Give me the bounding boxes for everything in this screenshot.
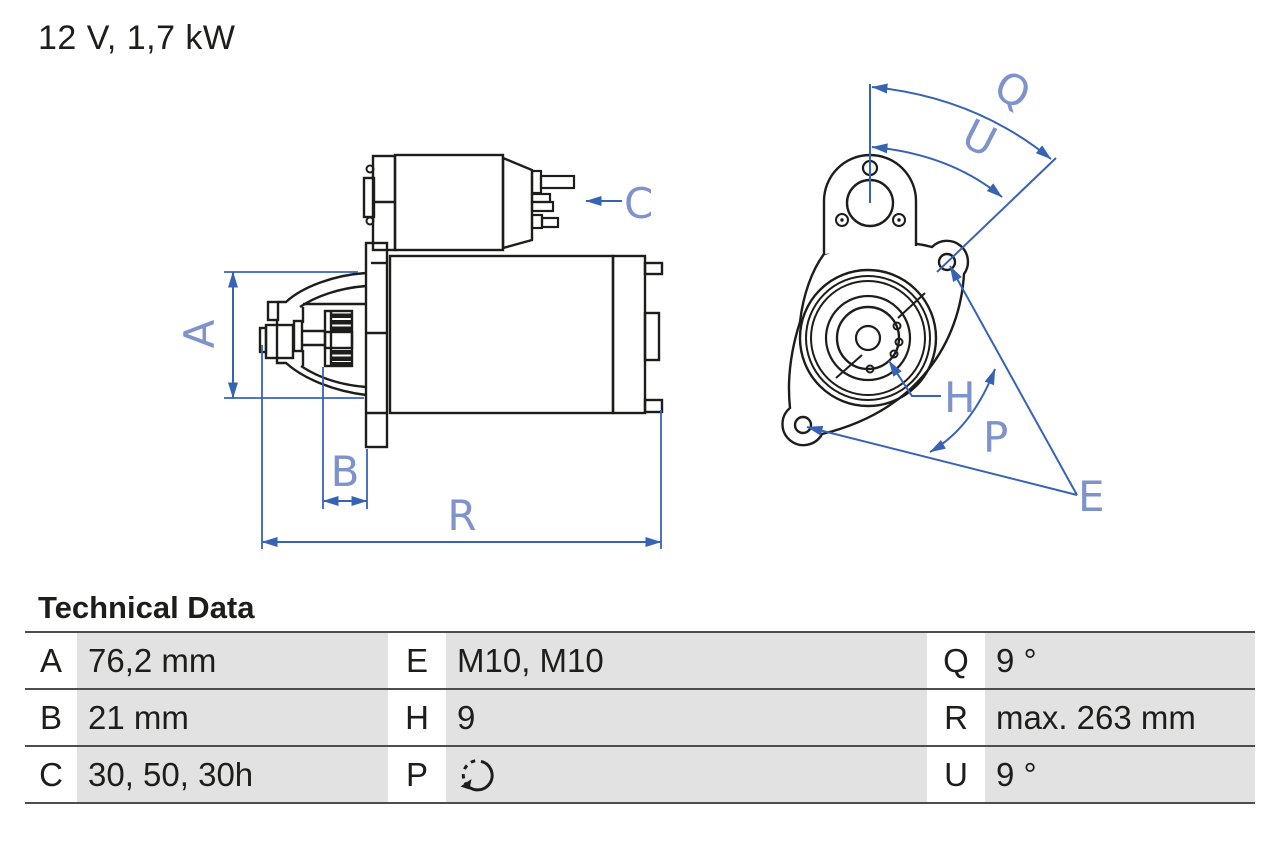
cell-value-E: M10, M10: [446, 633, 927, 688]
dimension-R: [261, 345, 662, 549]
cell-value-U: 9 °: [985, 747, 1255, 802]
dimension-U: [871, 143, 1003, 198]
dim-label-B: B: [331, 447, 360, 496]
cell-value-B: 21 mm: [77, 690, 388, 745]
table-row: B 21 mm H 9 R max. 263 mm: [25, 690, 1255, 747]
pinion-gear: [323, 309, 354, 368]
motor-body: [388, 254, 664, 415]
cell-label-A: A: [25, 633, 77, 688]
mounting-flange-side: [364, 241, 389, 449]
cell-label-H: H: [388, 690, 446, 745]
dim-label-H: H: [944, 373, 976, 422]
cell-value-Q: 9 °: [985, 633, 1255, 688]
bearing-rings: [798, 268, 938, 408]
dim-label-R: R: [447, 491, 476, 540]
cell-value-H: 9: [446, 690, 927, 745]
side-view: [258, 153, 664, 449]
technical-data-table: A 76,2 mm E M10, M10 Q 9 ° B 21 mm H 9 R…: [25, 631, 1255, 804]
front-view-dimensions: [806, 83, 1078, 496]
dimension-E: [806, 265, 1078, 496]
dim-label-Q: Q: [987, 61, 1039, 120]
dimension-P: [929, 368, 996, 453]
solenoid-terminals: [530, 169, 576, 230]
cell-label-U: U: [927, 747, 985, 802]
side-view-dimensions: [224, 196, 662, 549]
cell-label-Q: Q: [927, 633, 985, 688]
table-row: C 30, 50, 30h P U 9 °: [25, 747, 1255, 804]
rotation-ccw-icon: [460, 758, 494, 791]
cell-value-C: 30, 50, 30h: [77, 747, 388, 802]
page-title: 12 V, 1,7 kW: [38, 19, 236, 57]
dim-label-A: A: [175, 319, 224, 348]
dimension-B: [322, 367, 368, 509]
cell-label-P: P: [388, 747, 446, 802]
front-view: [781, 153, 970, 447]
cell-value-P: [446, 747, 927, 802]
table-heading: Technical Data: [38, 590, 255, 625]
cell-label-C: C: [25, 747, 77, 802]
cell-label-E: E: [388, 633, 446, 688]
table-row: A 76,2 mm E M10, M10 Q 9 °: [25, 633, 1255, 690]
side-view-dimension-labels: A B R C: [175, 179, 653, 540]
dim-label-C: C: [624, 179, 653, 228]
cell-value-A: 76,2 mm: [77, 633, 388, 688]
dim-label-P: P: [983, 413, 1008, 462]
cell-value-R: max. 263 mm: [985, 690, 1255, 745]
dimension-Q: [871, 83, 1052, 160]
hole-axis-line: [936, 157, 1057, 273]
cell-label-B: B: [25, 690, 77, 745]
cell-label-R: R: [927, 690, 985, 745]
dimension-H: [888, 360, 941, 397]
drive-end: [258, 271, 367, 397]
solenoid: [362, 153, 576, 252]
technical-drawing: A B R C: [175, 61, 1105, 549]
mounting-hole-lower: [793, 415, 813, 435]
dimension-A: [224, 271, 364, 399]
front-view-dimension-labels: Q U H P E: [944, 61, 1105, 521]
dim-label-U: U: [955, 109, 1005, 167]
dim-label-E: E: [1078, 472, 1105, 521]
drawing-svg: A B R C: [175, 61, 1105, 549]
